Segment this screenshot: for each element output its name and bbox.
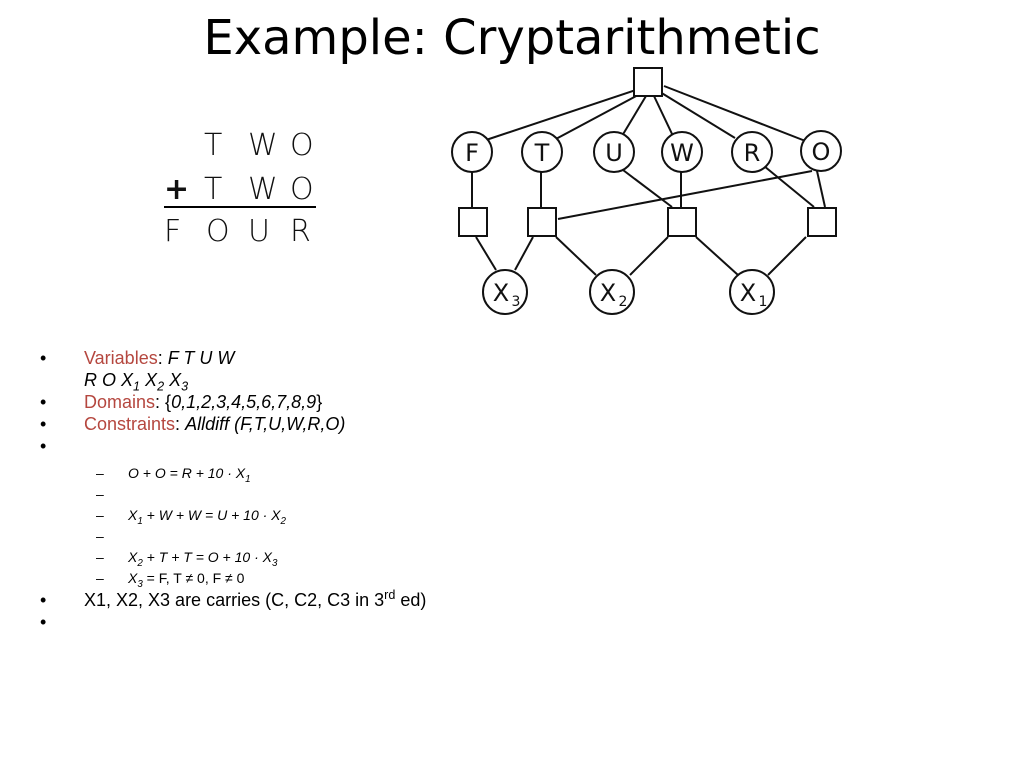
variables-line1: F T U W — [167, 348, 235, 368]
bullet-carries: • X1, X2, X3 are carries (C, C2, C3 in 3… — [40, 588, 427, 610]
slide-title: Example: Cryptarithmetic — [203, 10, 821, 66]
puzzle-plus-sign: + — [164, 172, 190, 207]
alldiff-constraint-node — [633, 67, 663, 97]
variable-node-r: R — [731, 131, 773, 173]
bullet-constraints: • Constraints: Alldiff (F,T,U,W,R,O) — [40, 414, 346, 434]
bullet-list: • Variables: F T U W R O X1 X2 X3 • Doma… — [40, 347, 740, 633]
sub-empty-2: – — [96, 528, 104, 544]
constraint-graph: F T U W R O X 3 X 2 X 1 — [451, 67, 842, 315]
column-constraint-node-2 — [527, 207, 557, 237]
equation-4: –X3 = F, T ≠ 0, F ≠ 0 — [96, 570, 245, 590]
sub-empty-1: – — [96, 486, 104, 502]
puzzle-row1-w: W — [248, 128, 278, 163]
variables-line2: R O X1 X2 X3 — [84, 370, 189, 394]
svg-text:F: F — [465, 139, 479, 167]
equation-2: –X1 + W + W = U + 10 · X2 — [96, 507, 286, 527]
puzzle-row1-o: O — [290, 128, 314, 163]
bullet-empty-1: • — [40, 435, 740, 457]
variable-node-w: W — [661, 131, 703, 173]
domains-values: 0,1,2,3,4,5,6,7,8,9 — [171, 392, 317, 412]
svg-text:1: 1 — [759, 294, 768, 310]
domains-label: Domains — [84, 392, 156, 412]
carry-node-x1: X 1 — [729, 269, 775, 315]
variable-node-o: O — [800, 130, 842, 172]
svg-text:R: R — [744, 139, 761, 167]
bullet-dot: • — [40, 590, 47, 610]
carry-node-x2: X 2 — [589, 269, 635, 315]
svg-text:X: X — [740, 279, 756, 307]
bullet-domains: • Domains: {0,1,2,3,4,5,6,7,8,9} — [40, 392, 323, 412]
puzzle-row2-o: O — [290, 172, 314, 207]
column-constraint-node-1 — [458, 207, 488, 237]
equation-1: –O + O = R + 10 · X1 — [96, 465, 251, 485]
bullet-dot: • — [40, 612, 47, 632]
variable-node-f: F — [451, 131, 493, 173]
puzzle-result-r: R — [290, 214, 311, 249]
svg-text:3: 3 — [512, 294, 521, 310]
svg-text:W: W — [670, 139, 694, 167]
column-constraint-node-4 — [807, 207, 837, 237]
variable-node-u: U — [593, 131, 635, 173]
graph-edges — [471, 85, 826, 276]
bullet-dot: • — [40, 436, 47, 456]
puzzle-result-u: U — [248, 214, 270, 249]
svg-text:X: X — [600, 279, 616, 307]
svg-text:X: X — [493, 279, 509, 307]
variable-node-t: T — [521, 131, 563, 173]
puzzle-row2-w: W — [248, 172, 278, 207]
puzzle-row2-t: T — [204, 172, 223, 207]
sum-rule — [164, 206, 316, 208]
bullet-variables: • Variables: F T U W R O X1 X2 X3 — [40, 348, 235, 394]
svg-text:T: T — [534, 139, 550, 167]
bullet-dot: • — [40, 414, 47, 434]
bullet-empty-2: • — [40, 611, 740, 633]
constraints-value: Alldiff (F,T,U,W,R,O) — [185, 414, 346, 434]
svg-text:U: U — [605, 139, 623, 167]
svg-text:O: O — [812, 138, 831, 166]
carry-node-x3: X 3 — [482, 269, 528, 315]
puzzle-result-f: F — [164, 214, 182, 249]
equation-3: –X2 + T + T = O + 10 · X3 — [96, 549, 278, 569]
puzzle-row1-t: T — [204, 128, 223, 163]
svg-text:2: 2 — [619, 294, 628, 310]
constraints-label: Constraints — [84, 414, 176, 434]
bullet-dot: • — [40, 392, 47, 412]
variables-label: Variables — [84, 348, 158, 368]
bullet-dot: • — [40, 348, 47, 368]
column-constraint-node-3 — [667, 207, 697, 237]
puzzle-result-o: O — [206, 214, 230, 249]
